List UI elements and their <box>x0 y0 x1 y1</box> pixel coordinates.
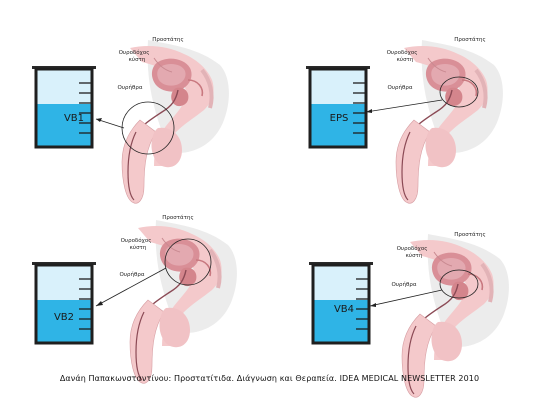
label-bladder1-vb1: Ουροδόχος <box>119 49 150 56</box>
arrowhead-eps <box>366 109 372 113</box>
label-bladder1-eps: Ουροδόχος <box>387 49 418 56</box>
beaker-eps <box>304 64 372 149</box>
label-urethra-vb2: Ουρήθρα <box>120 271 145 278</box>
panel-vb2: VB2 Προστάτης Ουροδόχος κύστη Ουρήθρα <box>30 214 239 386</box>
anatomy-vb1 <box>120 38 231 206</box>
arrowhead-vb1 <box>96 118 102 122</box>
label-bladder1-vb4: Ουροδόχος <box>397 245 428 252</box>
specimen-label-vb2: VB2 <box>54 312 74 323</box>
panel-vb1: VB1 Προστάτης Ουροδόχος κύστη Ουρήθρα <box>30 36 231 206</box>
highlight-circle-eps <box>439 76 479 108</box>
specimen-label-eps: EPS <box>330 113 349 124</box>
specimen-label-vb4: VB4 <box>334 304 354 315</box>
label-bladder2-vb4: κύστη <box>406 252 423 259</box>
label-bladder1-vb2: Ουροδόχος <box>121 237 152 244</box>
label-urethra-eps: Ουρήθρα <box>388 84 413 91</box>
label-bladder2-eps: κύστη <box>397 56 414 63</box>
beaker-vb1 <box>30 64 98 149</box>
highlight-circle-vb1 <box>121 101 175 155</box>
panel-vb4: VB4 Προστάτης Ουροδόχος κύστη Ουρήθρα <box>307 231 511 400</box>
label-bladder2-vb2: κύστη <box>130 244 147 251</box>
panel-eps: EPS Προστάτης Ουροδόχος κύστη Ουρήθρα <box>304 36 505 206</box>
highlight-circle-vb2 <box>164 238 212 286</box>
label-bladder2-vb1: κύστη <box>129 56 146 63</box>
label-prostate-vb1: Προστάτης <box>152 36 183 43</box>
beaker-vb4 <box>307 260 375 345</box>
label-urethra-vb1: Ουρήθρα <box>118 84 143 91</box>
label-prostate-eps: Προστάτης <box>454 36 485 43</box>
arrowhead-vb4 <box>370 303 376 307</box>
label-prostate-vb4: Προστάτης <box>454 231 485 238</box>
anatomy-eps <box>394 38 505 206</box>
arrowhead-vb2 <box>96 301 103 306</box>
label-urethra-vb4: Ουρήθρα <box>392 281 417 288</box>
highlight-circle-vb4 <box>439 269 479 299</box>
arrow-eps <box>365 99 443 113</box>
figure-caption: Δανάη Παπακωνσταντίνου: Προστατίτιδα. Δι… <box>59 374 480 383</box>
label-prostate-vb2: Προστάτης <box>162 214 193 221</box>
beaker-vb2 <box>30 260 98 345</box>
specimen-label-vb1: VB1 <box>64 113 84 124</box>
arrow-vb2 <box>95 267 167 307</box>
arrow-vb4 <box>369 289 443 307</box>
